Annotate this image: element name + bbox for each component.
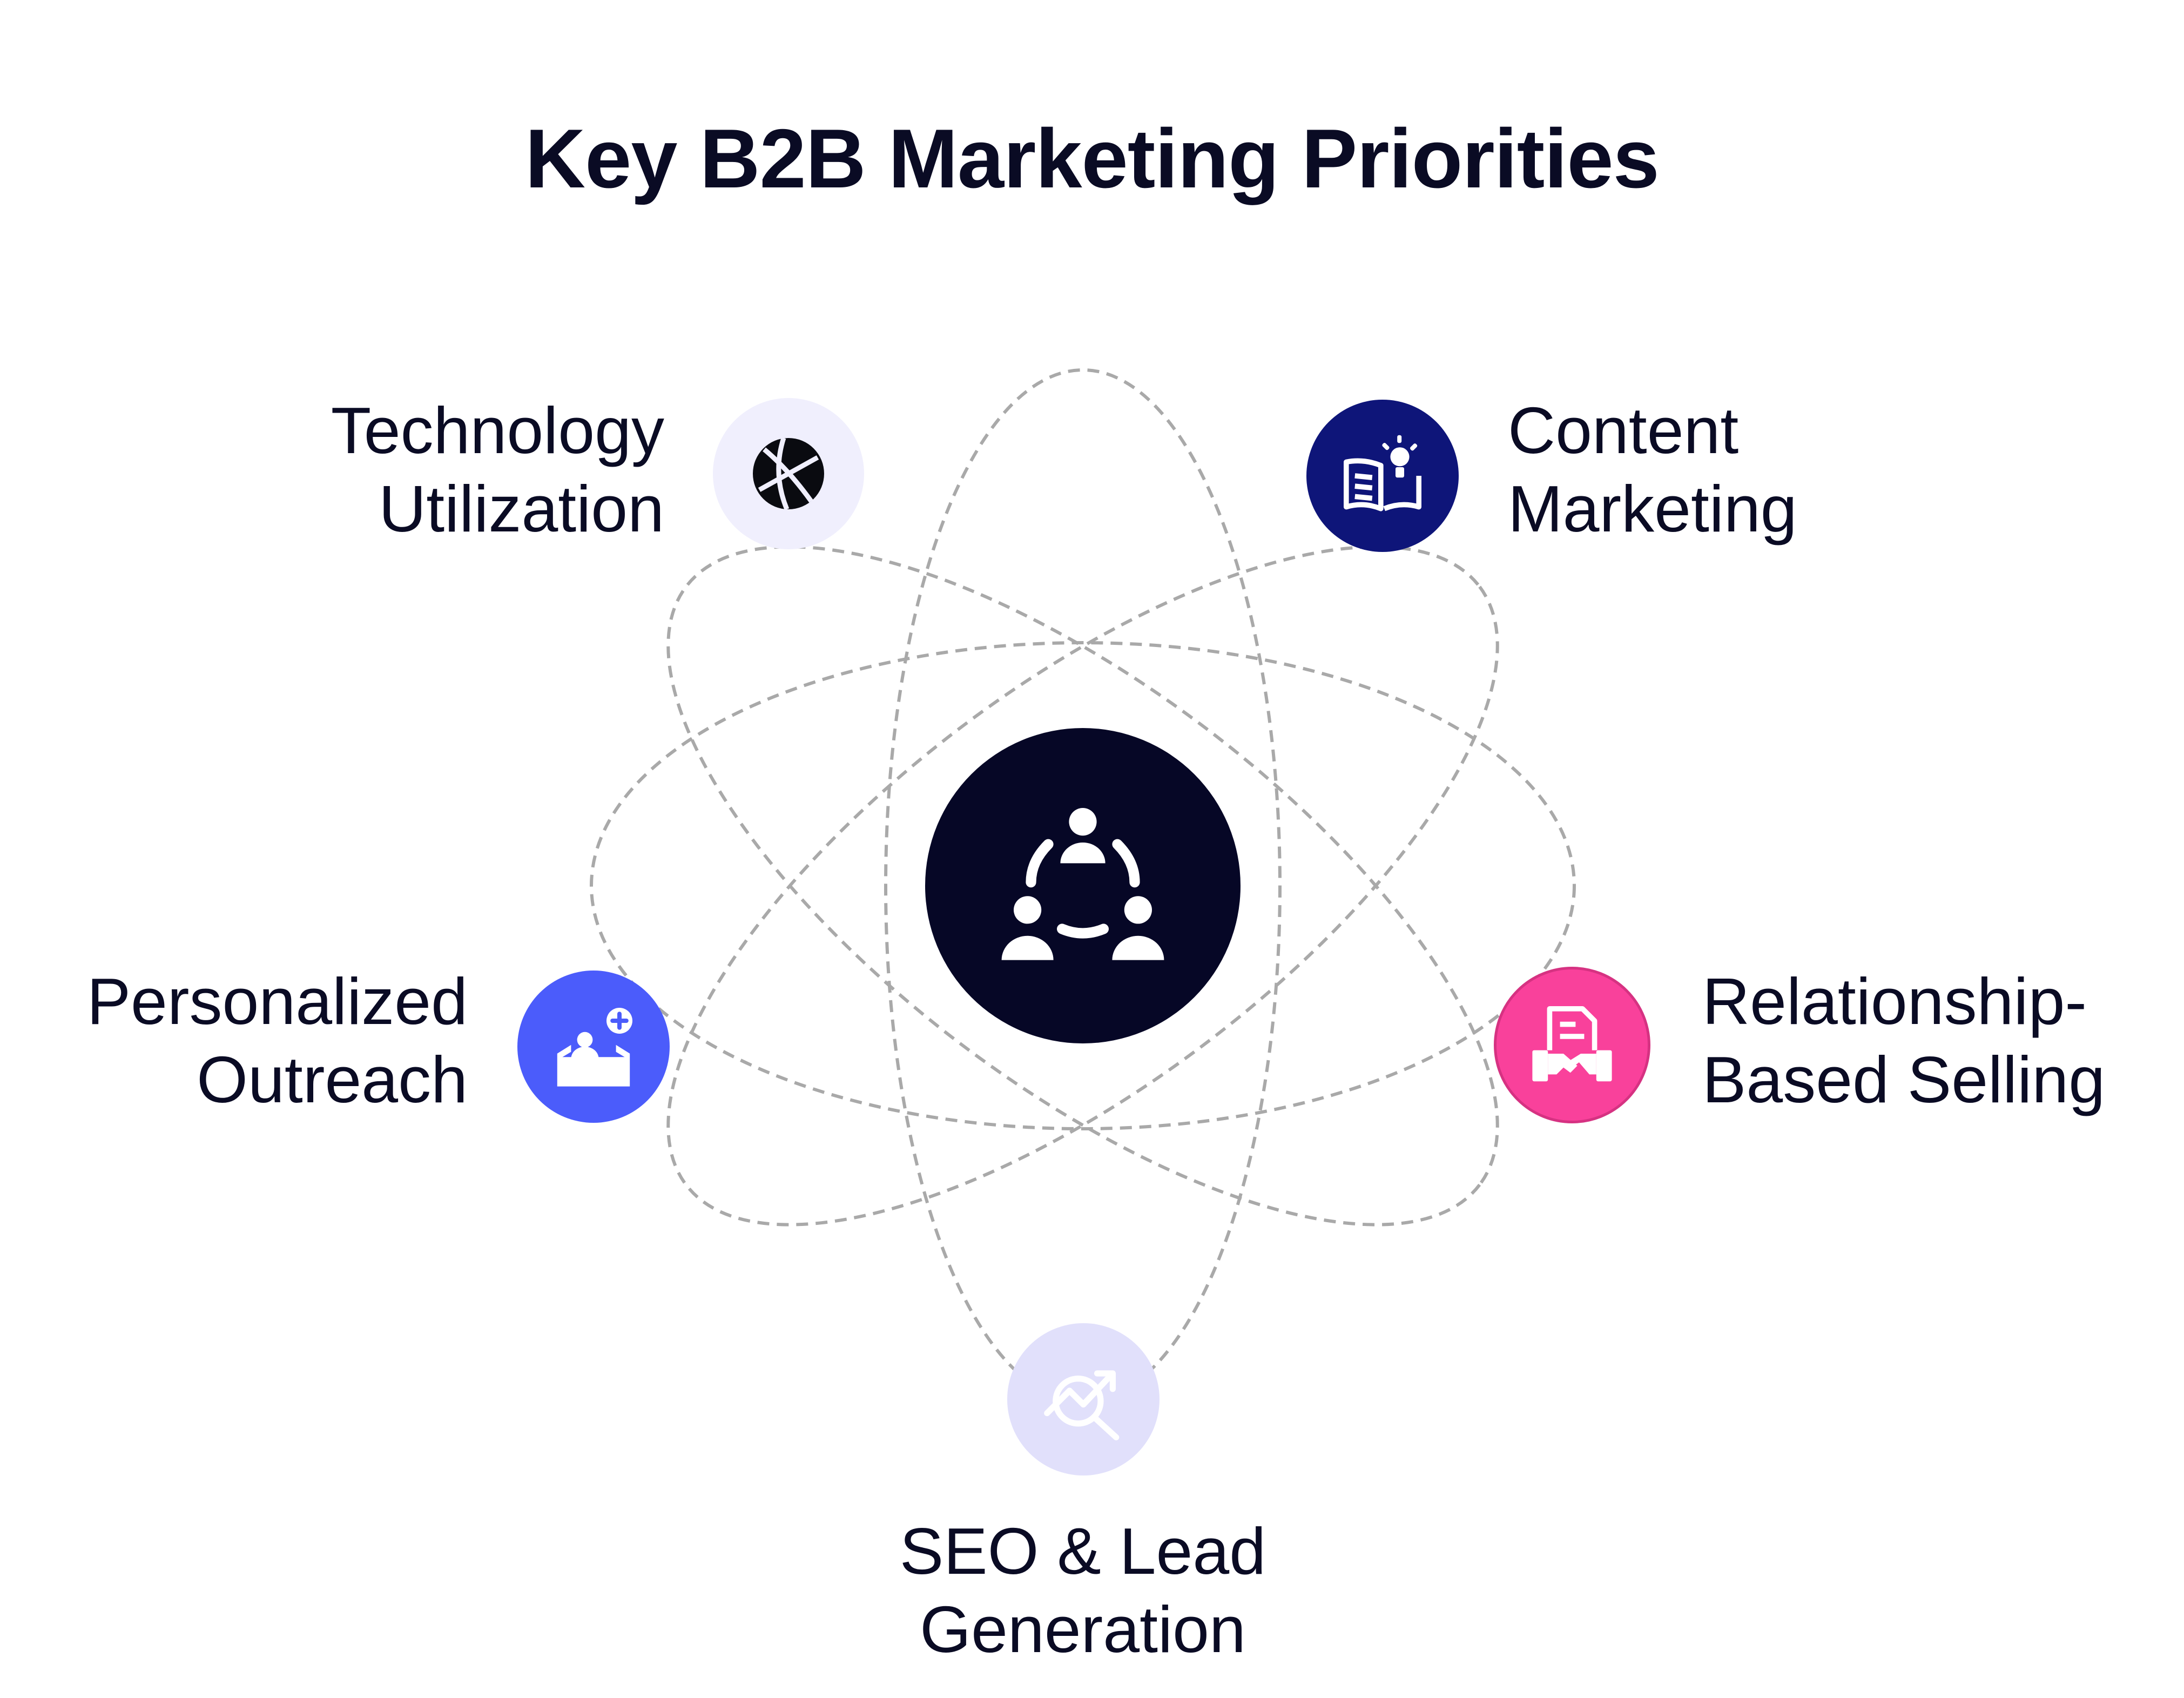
orbit-diagonal-right [666,545,1499,1227]
relationship-label-line-2: Based Selling [1702,1043,2106,1116]
personalized-label: Personalized Outreach [87,962,468,1119]
content-label: Content Marketing [1508,392,1797,548]
content-icon-circle [1306,400,1459,552]
center-hub [925,728,1241,1043]
relationship-label-line-1: Relationship- [1702,965,2087,1038]
orbit-diagonal-left [666,545,1499,1227]
seo-label: SEO & Lead Generation [867,1512,1299,1669]
technology-label-line-1: Technology [331,394,664,467]
personalized-label-line-2: Outreach [197,1043,468,1116]
growth-search-icon [1044,1370,1120,1440]
seo-label-line-2: Generation [920,1593,1246,1666]
handshake-document-icon [1532,1006,1612,1082]
book-lightbulb-icon [1344,435,1421,511]
page-title: Key B2B Marketing Priorities [525,112,1660,205]
technology-label-line-2: Utilization [379,472,664,545]
technology-label: Technology Utilization [331,392,664,548]
personalized-label-line-1: Personalized [86,965,468,1038]
orbit-horizontal [590,641,1576,1130]
seo-label-line-1: SEO & Lead [899,1514,1266,1588]
relationship-label: Relationship- Based Selling [1702,962,2105,1119]
seo-icon-circle [1007,1323,1160,1475]
technology-icon-circle [713,398,864,549]
globe-icon [753,437,824,510]
mailbox-person-icon [557,1008,632,1087]
team-collaboration-icon [1001,808,1164,960]
content-label-line-2: Marketing [1508,472,1797,545]
content-label-line-1: Content [1508,394,1739,467]
relationship-icon-circle [1494,967,1650,1123]
personalized-icon-circle [517,971,670,1123]
